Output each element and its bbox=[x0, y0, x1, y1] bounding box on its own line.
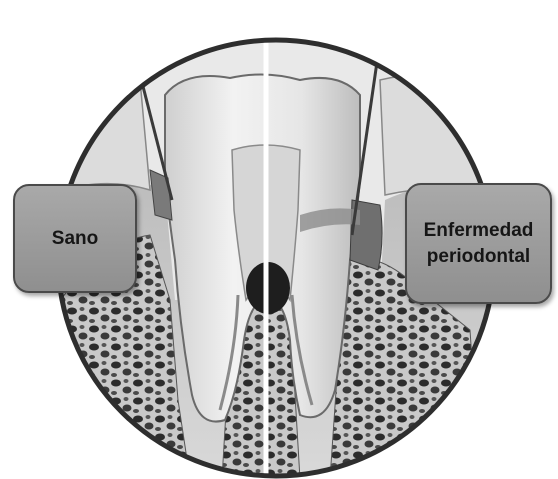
healthy-label: Sano bbox=[13, 184, 137, 293]
disease-label-line1: Enfermedad bbox=[424, 218, 534, 244]
periodontal-disease-label: Enfermedad periodontal bbox=[405, 183, 552, 304]
healthy-label-text: Sano bbox=[52, 226, 98, 252]
adjacent-tooth-right bbox=[380, 75, 520, 200]
disease-label-line2: periodontal bbox=[424, 244, 534, 270]
